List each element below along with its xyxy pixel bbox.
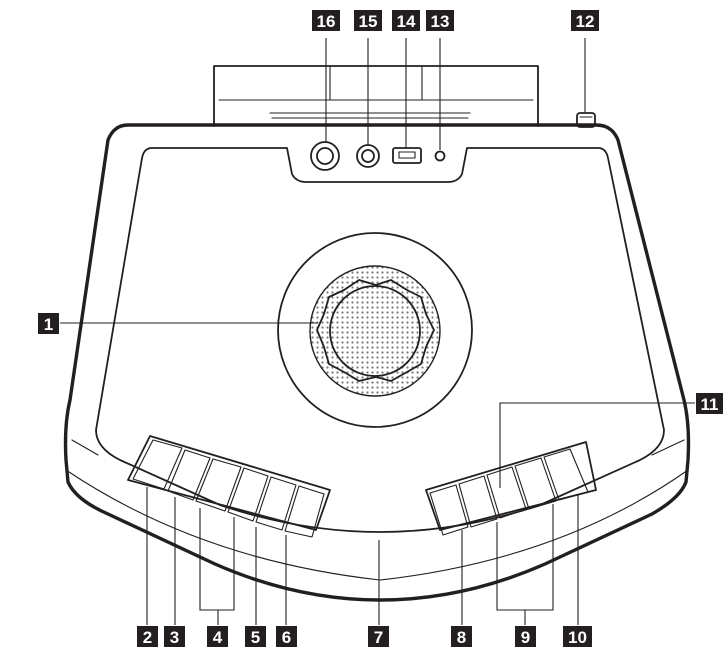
- callout-1: 1: [38, 313, 59, 334]
- svg-text:14: 14: [397, 12, 416, 31]
- callout-10: 10: [563, 626, 592, 647]
- side-knob[interactable]: [576, 112, 596, 128]
- callout-4: 4: [207, 626, 228, 647]
- svg-text:10: 10: [568, 628, 587, 647]
- callout-5: 5: [245, 626, 266, 647]
- callout-2: 2: [137, 626, 158, 647]
- callout-15: 15: [354, 10, 382, 31]
- button-9b[interactable]: [514, 457, 557, 510]
- connector-panel: [310, 141, 446, 171]
- svg-text:4: 4: [213, 628, 223, 647]
- callout-13: 13: [426, 10, 454, 31]
- svg-text:3: 3: [170, 628, 179, 647]
- button-6[interactable]: [284, 485, 325, 538]
- right-button-row: [425, 441, 597, 536]
- button-11[interactable]: [486, 466, 527, 519]
- button-9a[interactable]: [458, 475, 498, 528]
- callout-3: 3: [164, 626, 185, 647]
- button-8[interactable]: [429, 484, 469, 536]
- svg-text:12: 12: [576, 12, 595, 31]
- button-10[interactable]: [543, 448, 589, 501]
- usb-port[interactable]: [392, 147, 422, 164]
- svg-text:11: 11: [701, 395, 719, 414]
- callout-16: 16: [312, 10, 340, 31]
- button-3[interactable]: [167, 449, 211, 501]
- svg-text:5: 5: [251, 628, 260, 647]
- svg-text:15: 15: [359, 12, 378, 31]
- callout-8: 8: [451, 626, 472, 647]
- button-4a[interactable]: [195, 458, 242, 512]
- leader-lines: [60, 38, 695, 625]
- rear-handle: [213, 65, 539, 127]
- callout-7: 7: [368, 626, 389, 647]
- aux-in-jack[interactable]: [356, 144, 380, 168]
- svg-text:8: 8: [457, 628, 466, 647]
- callout-12: 12: [571, 10, 599, 31]
- svg-text:7: 7: [374, 628, 383, 647]
- button-2[interactable]: [132, 439, 183, 490]
- mic-guitar-jack[interactable]: [310, 141, 340, 171]
- svg-text:9: 9: [521, 628, 530, 647]
- callouts: 1 2 3 4 5 6 7 8: [38, 10, 723, 647]
- left-button-row: [127, 435, 331, 538]
- button-5[interactable]: [255, 476, 297, 531]
- callout-11: 11: [696, 393, 723, 414]
- callout-6: 6: [276, 626, 297, 647]
- svg-text:1: 1: [44, 315, 53, 334]
- svg-text:16: 16: [317, 12, 336, 31]
- jog-dial-woofer[interactable]: [277, 232, 473, 428]
- callout-14: 14: [392, 10, 420, 31]
- callout-9: 9: [515, 626, 536, 647]
- button-4b[interactable]: [227, 467, 269, 522]
- svg-text:2: 2: [143, 628, 152, 647]
- svg-text:6: 6: [282, 628, 291, 647]
- svg-text:13: 13: [431, 12, 450, 31]
- led-indicator: [434, 150, 446, 162]
